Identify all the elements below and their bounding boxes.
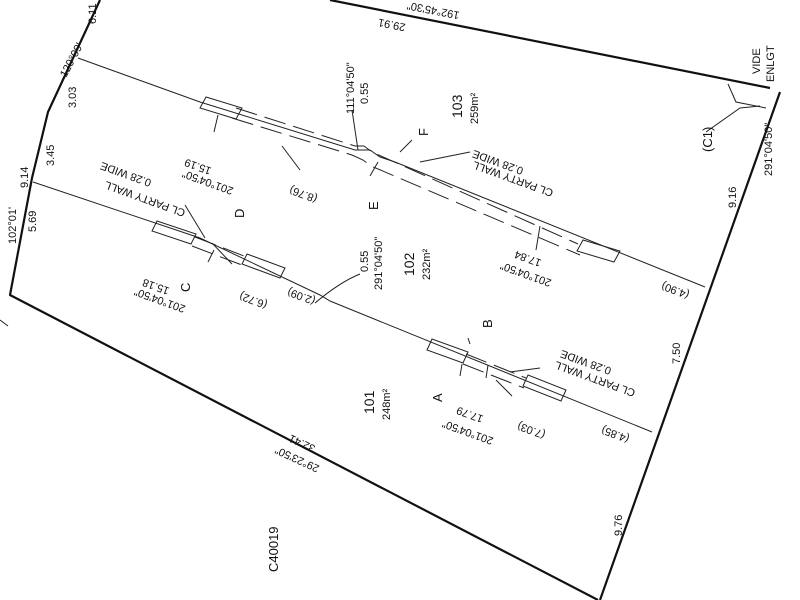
point-c-label: C bbox=[178, 283, 193, 292]
wall-ef-bracketed: (8.76) bbox=[288, 183, 319, 204]
lot-boundary-right bbox=[598, 91, 782, 600]
offset-mid-distance: 0.55 bbox=[359, 251, 371, 272]
point-b-label: B bbox=[480, 319, 495, 328]
lot-101-number: 101 bbox=[361, 390, 377, 414]
right-lower-distance: 9.76 bbox=[613, 515, 625, 536]
leader-lines bbox=[184, 105, 761, 397]
c1-label: (C1) bbox=[700, 127, 715, 152]
top-edge-distance: 29.91 bbox=[377, 16, 406, 33]
left-total-distance: 9.14 bbox=[19, 167, 31, 188]
lot-103-number: 103 bbox=[449, 94, 465, 118]
party-wall-ab bbox=[426, 338, 567, 402]
point-a-label: A bbox=[430, 393, 445, 402]
vide-label-2: ENLGT bbox=[765, 45, 777, 82]
party-wall-cd bbox=[151, 220, 286, 279]
lot102-left-bracketed: (2.09) bbox=[286, 285, 317, 306]
wall-ab-bearing: 201°04'50" bbox=[441, 417, 495, 447]
lot-line-103-102 bbox=[77, 57, 706, 288]
right-middle-distance: 7.50 bbox=[671, 343, 683, 364]
offset-ef-distance: 0.55 bbox=[359, 83, 371, 104]
left-lower-distance: 5.69 bbox=[27, 211, 39, 232]
edge-tick bbox=[0, 319, 9, 327]
left-bearing: 102°01' bbox=[7, 207, 19, 244]
lot-boundary-top bbox=[329, 0, 771, 90]
plan-number: C40019 bbox=[266, 526, 281, 572]
lot-102-number: 102 bbox=[401, 252, 417, 276]
right-bearing: 291°04'50" bbox=[763, 123, 775, 176]
top-left-distance: 3.03 bbox=[67, 87, 79, 108]
offset-mid-bearing: 291°04'50" bbox=[373, 237, 385, 290]
lot102-right-bracketed: (4.90) bbox=[660, 279, 691, 300]
lot-102-area: 232m² bbox=[421, 248, 433, 280]
lot-boundary bbox=[8, 0, 599, 600]
wall-ab-bracketed: (7.03) bbox=[516, 419, 547, 440]
top-left-short-distance: 6.11 bbox=[87, 3, 99, 24]
point-e-label: E bbox=[366, 201, 381, 210]
left-upper-distance: 3.45 bbox=[45, 145, 57, 166]
party-wall-ef bbox=[199, 96, 621, 263]
point-f-label: F bbox=[416, 128, 431, 136]
lot-103-area: 259m² bbox=[469, 92, 481, 124]
lot-line-102-101 bbox=[32, 181, 653, 433]
lot101-right-bracketed: (4.85) bbox=[600, 423, 631, 444]
right-upper-distance: 9.16 bbox=[727, 187, 739, 208]
wall-ab-distance: 17.79 bbox=[455, 404, 485, 425]
wall-cd-bracketed: (6.72) bbox=[238, 289, 269, 310]
offset-ef-bearing: 111°04'50" bbox=[345, 62, 357, 114]
lot-101-area: 248m² bbox=[381, 388, 393, 420]
vide-label-1: VIDE bbox=[751, 48, 763, 74]
point-d-label: D bbox=[232, 209, 247, 218]
vide-box bbox=[727, 83, 767, 109]
top-corner-bearing: 120°09' bbox=[58, 41, 86, 79]
